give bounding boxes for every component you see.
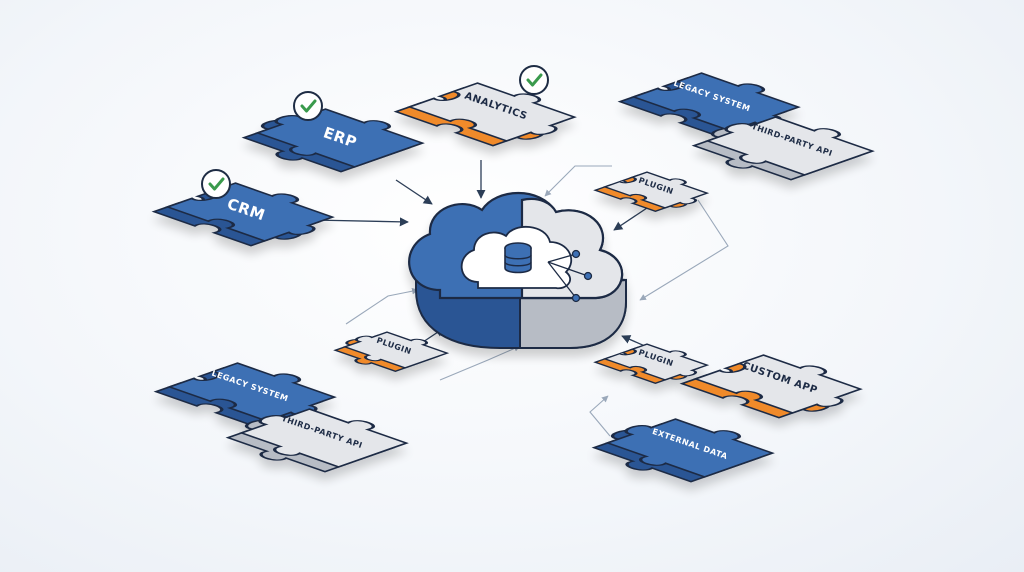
piece-plugin-left[interactable]: PLUGIN bbox=[321, 326, 455, 375]
database-icon bbox=[504, 242, 532, 274]
connector-external-plugin bbox=[589, 395, 611, 437]
check-circle-icon bbox=[519, 65, 549, 95]
connector-thirdparty-hub bbox=[639, 199, 729, 301]
cloud-hub bbox=[408, 192, 627, 349]
connectors bbox=[311, 160, 729, 437]
piece-custom-app[interactable]: CUSTOM APP bbox=[680, 349, 883, 423]
connector-erp-hub bbox=[395, 179, 433, 205]
connector-left-bottom-hub bbox=[439, 345, 521, 381]
network-nodes-icon bbox=[547, 249, 593, 303]
piece-erp[interactable]: ERP bbox=[221, 100, 435, 177]
connector-topright-plugin-hub bbox=[544, 165, 612, 197]
piece-analytics[interactable]: ANALYTICS bbox=[394, 77, 597, 151]
piece-legacy-system-bottom[interactable]: LEGACY SYSTEM bbox=[154, 357, 357, 431]
piece-plugin-right[interactable]: PLUGIN bbox=[593, 340, 722, 387]
check-circle-icon bbox=[293, 91, 323, 121]
piece-crm[interactable]: CRM bbox=[152, 177, 355, 251]
connector-plugin-hub bbox=[613, 205, 651, 231]
check-circle-icon bbox=[201, 169, 231, 199]
connector-crm-hub bbox=[311, 217, 409, 227]
piece-external-data[interactable]: EXTERNAL DATA bbox=[571, 410, 785, 487]
connector-left-plugin-hub bbox=[345, 287, 419, 325]
piece-plugin-top-right[interactable]: PLUGIN bbox=[593, 168, 722, 215]
